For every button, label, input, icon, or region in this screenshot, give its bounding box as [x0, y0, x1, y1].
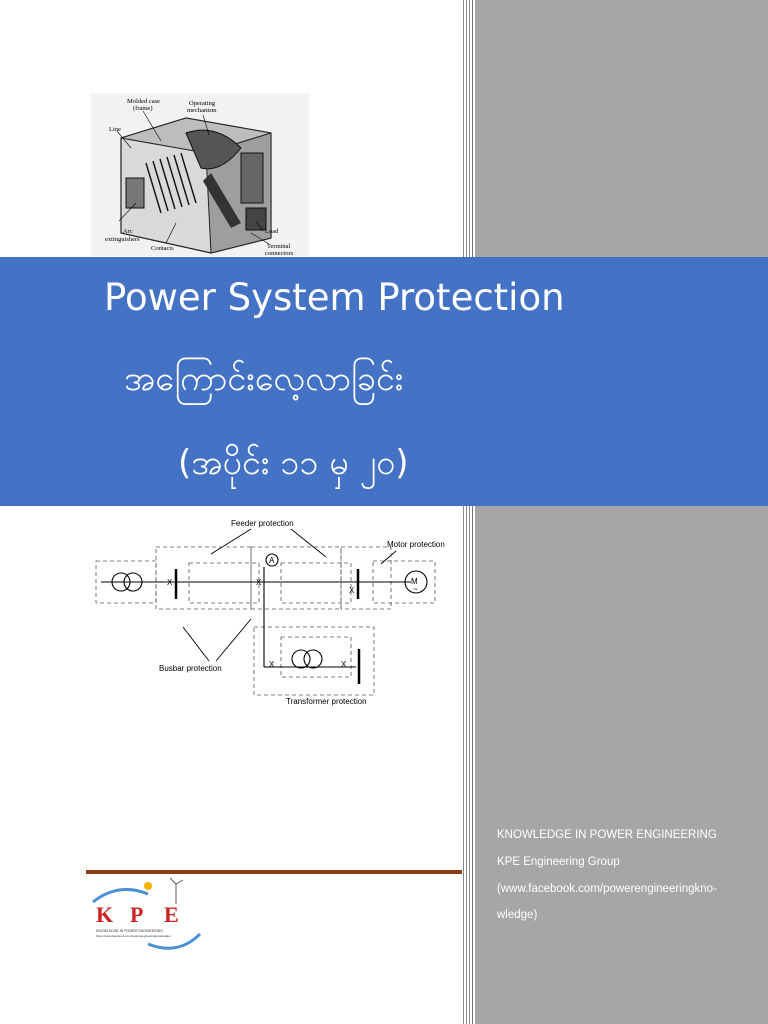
sidebar-facebook-link[interactable]: (www.facebook.com/powerengineeringkno- — [497, 883, 717, 895]
logo-letter-e: E — [164, 902, 179, 927]
label-extinguishers: extinguishers — [105, 236, 140, 243]
circuit-breaker-figure: Molded case (frame) Operating mechanism … — [91, 93, 309, 257]
label-terminal: Terminal — [267, 243, 291, 250]
label-frame: (frame) — [133, 105, 152, 112]
title-burmese-line2: (အပိုင်း ၁၁ မှ ၂၀) — [178, 443, 409, 483]
sidebar-edge-lines — [461, 0, 475, 1024]
x-mark: X — [349, 586, 355, 595]
title-english: Power System Protection — [104, 276, 565, 319]
x-mark: X — [256, 578, 262, 587]
label-operating: Operating — [189, 100, 216, 107]
sidebar-facebook-link-cont[interactable]: wledge) — [497, 909, 538, 921]
wind-turbine-icon — [169, 877, 184, 904]
label-arc: Arc — [123, 228, 133, 235]
label-line: Line — [109, 126, 121, 133]
kpe-logo: K P E KNOWLEDGE IN POWER ENGINEERING htt… — [88, 874, 208, 960]
logo-tagline: KNOWLEDGE IN POWER ENGINEERING — [96, 929, 163, 933]
label-molded-case: Molded case — [127, 98, 160, 105]
title-burmese-line1: အကြောင်းလေ့လာခြင်း — [124, 359, 404, 399]
x-mark: X — [167, 578, 173, 587]
logo-letter-k: K — [96, 902, 113, 927]
label-transformer-protection: Transformer protection — [286, 697, 367, 706]
label-contacts: Contacts — [151, 245, 174, 252]
label-busbar-protection: Busbar protection — [159, 664, 222, 673]
label-motor-protection: Motor protection — [387, 540, 445, 549]
label-connectors: connectors — [265, 250, 294, 256]
motor-label: M — [411, 577, 418, 586]
protection-zones-diagram: Feeder protection Motor protection Busba… — [91, 509, 461, 714]
sidebar-group-name: KPE Engineering Group — [497, 856, 620, 868]
label-mechanism: mechanism — [187, 107, 217, 114]
label-load: Load — [265, 228, 279, 235]
sidebar-panel — [475, 0, 768, 1024]
title-banner — [0, 257, 768, 506]
sidebar-org-name: KNOWLEDGE IN POWER ENGINEERING — [497, 829, 717, 841]
motor-tilde: ~ — [413, 585, 418, 594]
x-mark: X — [269, 660, 275, 669]
ammeter-label: A — [269, 556, 275, 565]
logo-url: https://www.facebook.com/powerengineerin… — [96, 934, 171, 938]
x-mark: X — [341, 660, 347, 669]
sun-icon — [144, 882, 152, 890]
logo-letter-p: P — [130, 902, 143, 927]
label-feeder-protection: Feeder protection — [231, 519, 294, 528]
footer-divider — [86, 870, 462, 874]
